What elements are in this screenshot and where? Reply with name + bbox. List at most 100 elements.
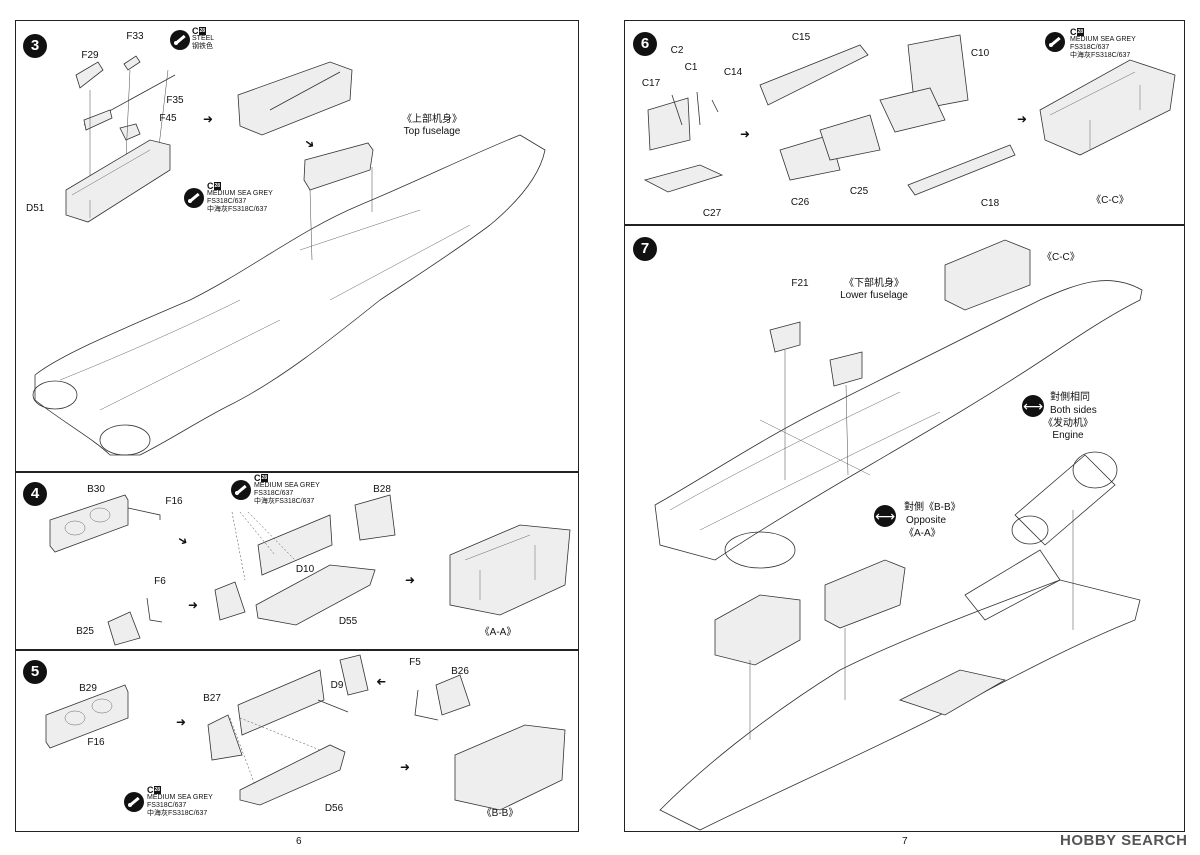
part-label-c27: C27 — [702, 208, 722, 219]
arrow-icon: ➜ — [188, 598, 198, 612]
assembly-a-a-sketch — [449, 524, 571, 616]
step-6-panel — [624, 20, 1185, 225]
part-label-d56: D56 — [324, 803, 344, 814]
step-6-number: 6 — [633, 32, 657, 56]
paint-brush-icon — [231, 480, 251, 500]
paint-name-cn: 中海灰FS318C/637 — [254, 498, 315, 505]
lower-fuselage-cn-label: 《下部机身》 — [844, 278, 904, 289]
step-5-number: 5 — [23, 660, 47, 684]
opposite-side-icon: ⟷ — [874, 505, 896, 527]
part-label-b30: B30 — [87, 484, 105, 495]
arrow-icon: ➜ — [378, 675, 387, 689]
paint-name-en: MEDIUM SEA GREY — [207, 190, 273, 197]
part-label-c14: C14 — [723, 67, 743, 78]
part-label-f6: F6 — [154, 576, 166, 587]
top-fuselage-en-label: Top fuselage — [403, 126, 461, 137]
step-7-number: 7 — [633, 237, 657, 261]
paint-name-cn: 中海灰FS318C/637 — [1070, 52, 1131, 59]
paint-fs: FS318C/637 — [207, 198, 247, 205]
assembly-c-c-sketch — [1039, 59, 1176, 156]
part-label-c25: C25 — [849, 186, 869, 197]
paint-mark: 28 — [1076, 28, 1085, 36]
part-label-b28: B28 — [373, 484, 391, 495]
part-label-f29: F29 — [81, 50, 99, 61]
part-label-c17: C17 — [641, 78, 661, 89]
paint-callout-steel: C28 STEEL 钢铁色 — [192, 27, 214, 51]
paint-name-en: MEDIUM SEA GREY — [254, 482, 320, 489]
paint-mark: 28 — [213, 182, 222, 190]
part-label-c18: C18 — [980, 198, 1000, 209]
view-label-a-a: 《A-A》 — [479, 627, 517, 638]
paint-mark: 28 — [153, 786, 162, 794]
paint-name-en: STEEL — [192, 35, 215, 42]
paint-brush-icon — [170, 30, 190, 50]
paint-code: C — [1070, 27, 1077, 37]
page-number-left: 6 — [296, 836, 302, 847]
both-sides-en-label: Both sides — [1050, 405, 1097, 416]
part-label-c26: C26 — [790, 197, 810, 208]
part-label-c2: C2 — [670, 45, 684, 56]
opposite-b-b-cn-label: 對側《B-B》 — [904, 502, 961, 513]
part-label-d9: D9 — [330, 680, 344, 691]
part-label-b27: B27 — [203, 693, 221, 704]
arrow-icon: ➜ — [740, 127, 750, 141]
top-fuselage-sketch — [34, 134, 546, 456]
view-label-c-c: 《C-C》 — [1091, 195, 1129, 206]
view-label-a-a: 《A-A》 — [904, 528, 941, 539]
part-label-b25: B25 — [76, 626, 94, 637]
part-label-f21: F21 — [791, 278, 809, 289]
paint-brush-icon — [124, 792, 144, 812]
paint-name-en: MEDIUM SEA GREY — [147, 794, 213, 801]
view-label-c-c: 《C-C》 — [1042, 252, 1080, 263]
part-label-b29: B29 — [79, 683, 97, 694]
paint-fs: FS318C/637 — [147, 802, 187, 809]
paint-code: C — [254, 473, 261, 483]
paint-fs: FS318C/637 — [1070, 44, 1110, 51]
lower-fuselage-sketch — [654, 280, 1143, 561]
part-c-c-module-sketch — [944, 239, 1031, 311]
arrow-icon: ➜ — [203, 112, 213, 126]
arrow-icon: ➜ — [400, 760, 410, 774]
paint-code: C — [192, 26, 199, 36]
part-label-d55: D55 — [338, 616, 358, 627]
engine-en-label: Engine — [1052, 430, 1084, 441]
paint-fs: FS318C/637 — [254, 490, 294, 497]
part-label-d10: D10 — [295, 564, 315, 575]
part-label-b26: B26 — [451, 666, 469, 677]
part-label-f16: F16 — [165, 496, 183, 507]
part-f29-sketch — [75, 61, 104, 89]
paint-mark: 28 — [260, 474, 269, 482]
part-label-f16: F16 — [87, 737, 105, 748]
part-label-d51: D51 — [26, 203, 45, 214]
paint-name-cn: 中海灰FS318C/637 — [147, 810, 208, 817]
step-4-panel — [15, 472, 579, 650]
step-7-panel — [624, 225, 1185, 832]
paint-callout-grey: C28 MEDIUM SEA GREY FS318C/637 中海灰FS318C… — [147, 786, 213, 818]
paint-mark: 28 — [198, 27, 207, 35]
arrow-icon: ➜ — [176, 715, 186, 729]
step-3-panel — [15, 20, 579, 472]
watermark: HOBBY SEARCH — [1060, 832, 1188, 849]
part-label-f33: F33 — [126, 31, 144, 42]
lower-fuselage-en-label: Lower fuselage — [840, 290, 908, 301]
view-label-b-b: 《B-B》 — [481, 808, 519, 819]
paint-brush-icon — [1045, 32, 1065, 52]
paint-callout-grey: C28 MEDIUM SEA GREY FS318C/637 中海灰FS318C… — [207, 182, 273, 214]
arrow-icon: ➜ — [1017, 112, 1027, 126]
part-label-f35: F35 — [166, 95, 184, 106]
paint-code: C — [147, 785, 154, 795]
paint-name-cn: 钢铁色 — [192, 43, 213, 50]
part-label-c10: C10 — [970, 48, 990, 59]
step-3-number: 3 — [23, 34, 47, 58]
paint-code: C — [207, 181, 214, 191]
top-fuselage-cn-label: 《上部机身》 — [402, 114, 462, 125]
both-sides-icon: ⟷ — [1022, 395, 1044, 417]
part-label-c1: C1 — [684, 62, 698, 73]
paint-callout-grey: C28 MEDIUM SEA GREY FS318C/637 中海灰FS318C… — [254, 474, 320, 506]
engine-cn-label: 《发动机》 — [1043, 418, 1093, 429]
assembly-b-b-sketch — [454, 724, 566, 811]
step-4-number: 4 — [23, 482, 47, 506]
part-label-c15: C15 — [791, 32, 811, 43]
paint-name-en: MEDIUM SEA GREY — [1070, 36, 1136, 43]
